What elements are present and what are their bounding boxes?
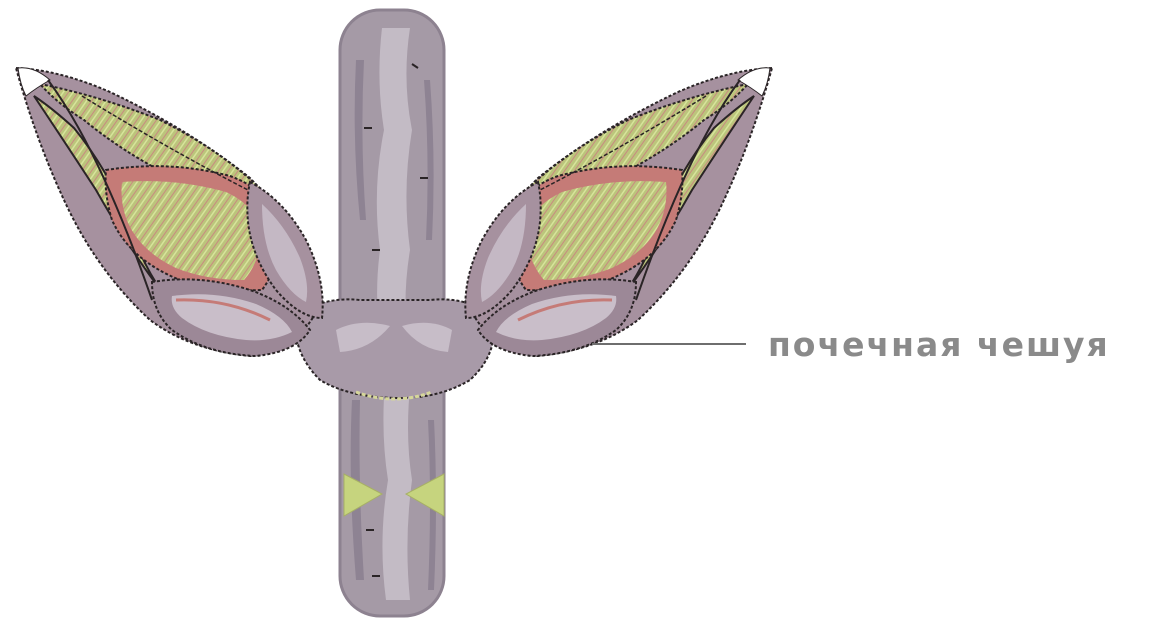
left-bud <box>16 68 323 356</box>
right-bud <box>465 68 772 356</box>
node <box>296 299 494 399</box>
bud-scale-label: почечная чешуя <box>768 325 1110 364</box>
